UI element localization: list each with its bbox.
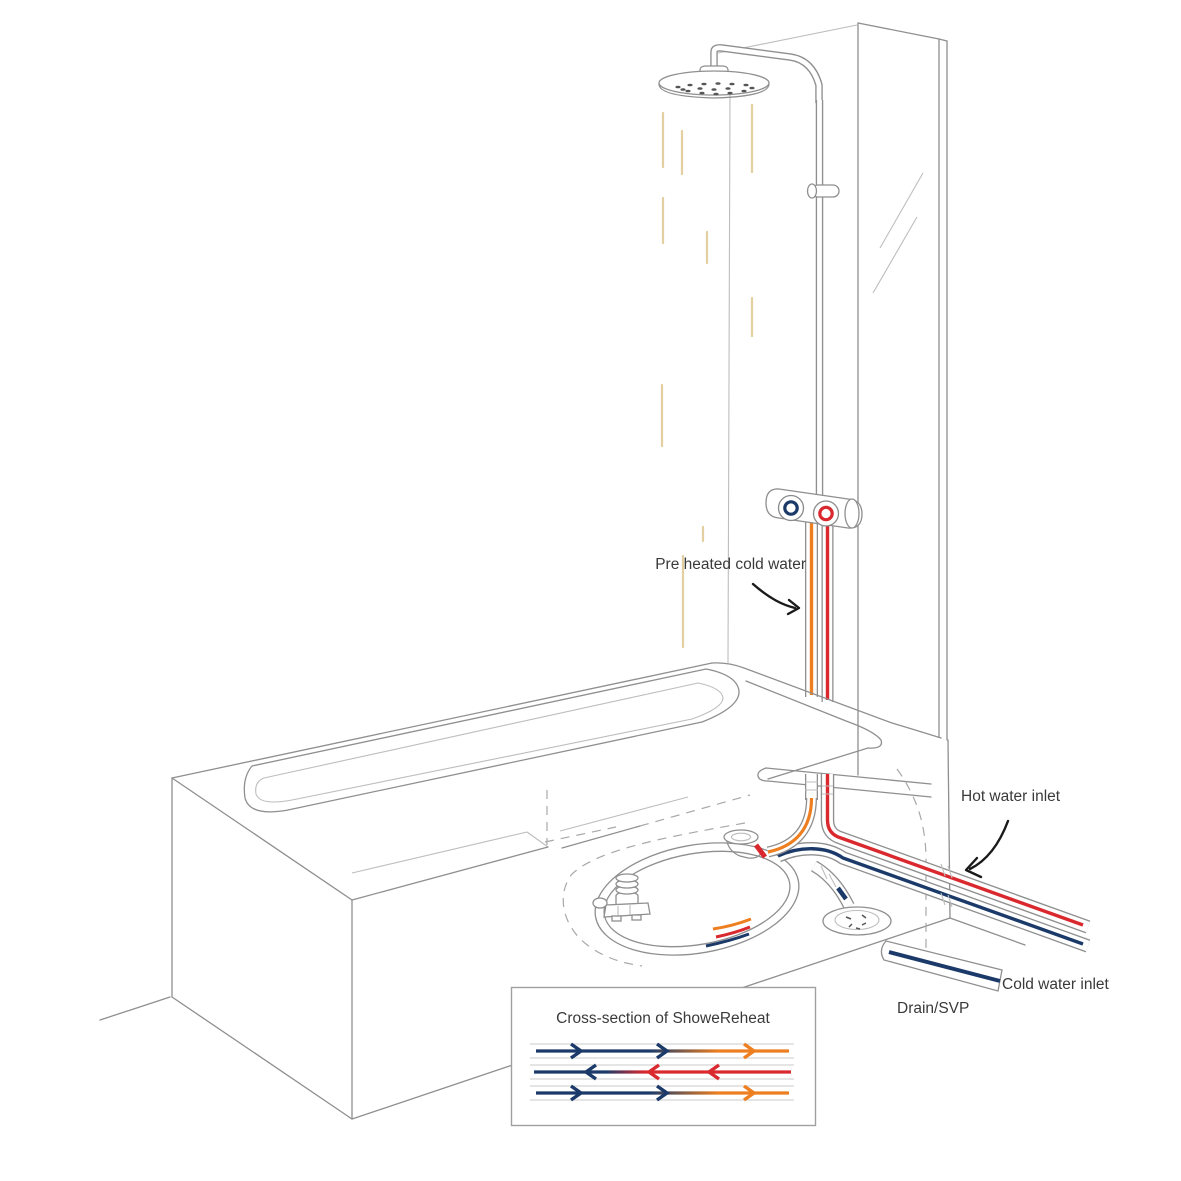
shower-valve: [765, 488, 863, 529]
skirting-pipes: [775, 774, 1091, 953]
inset-flow-row-bottom: [530, 1084, 794, 1102]
label-hot-inlet: Hot water inlet: [961, 788, 1061, 805]
connector-cold-band: [836, 886, 848, 901]
water-droplets: [660, 103, 754, 649]
glass-reflection: [872, 216, 918, 294]
cross-section-inset: Cross-section of ShoweReheat: [510, 986, 817, 1127]
cold-knob-icon: [777, 494, 805, 522]
loop-cold-stripe: [705, 932, 750, 948]
heat-exchanger-loop: [562, 768, 927, 967]
loop-preheated-stripe: [712, 917, 752, 931]
waste-connections: [723, 774, 892, 936]
inset-flow-row-top: [530, 1042, 794, 1060]
gully-connector: [810, 860, 855, 909]
drain-stripe: [888, 950, 1001, 983]
pre-heated-arrowhead: [786, 598, 801, 616]
label-pre-heated: Pre heated cold water: [655, 556, 806, 573]
shower-column: [658, 44, 840, 499]
bath-waste-fitting: [723, 829, 767, 859]
floor-gully: [822, 906, 892, 936]
wall-corner-line: [727, 91, 731, 664]
label-cold-inlet: Cold water inlet: [1002, 976, 1110, 993]
pre-heated-hose: [767, 797, 814, 854]
hot-water-run: [825, 774, 1084, 927]
glass-screen: [717, 22, 948, 776]
shower-nozzles: [675, 82, 755, 96]
inset-flow-row-middle: [530, 1063, 794, 1081]
inset-box: [510, 986, 817, 1127]
loop-hot-stripe: [715, 925, 751, 939]
hot-knob-icon: [812, 500, 840, 527]
pre-heated-arrow: [751, 582, 797, 610]
hot-inlet-arrow: [968, 819, 1010, 871]
loop-valve-fitting: [592, 873, 651, 922]
riser-handle: [806, 183, 840, 199]
shower-head: [658, 65, 770, 99]
basin-opening: [243, 668, 740, 813]
label-drain: Drain/SVP: [897, 1000, 969, 1017]
wall-base-corner: [947, 739, 951, 919]
annotation-arrows: [751, 582, 1010, 879]
cold-water-run: [777, 847, 1084, 946]
glass-reflection: [879, 172, 924, 249]
valve-feed-pipes: [805, 505, 834, 702]
drain-pipe: [880, 940, 1003, 992]
inset-title: Cross-section of ShoweReheat: [556, 1010, 770, 1027]
hot-inlet-arrowhead: [964, 856, 983, 879]
waste-red-band: [754, 843, 767, 859]
